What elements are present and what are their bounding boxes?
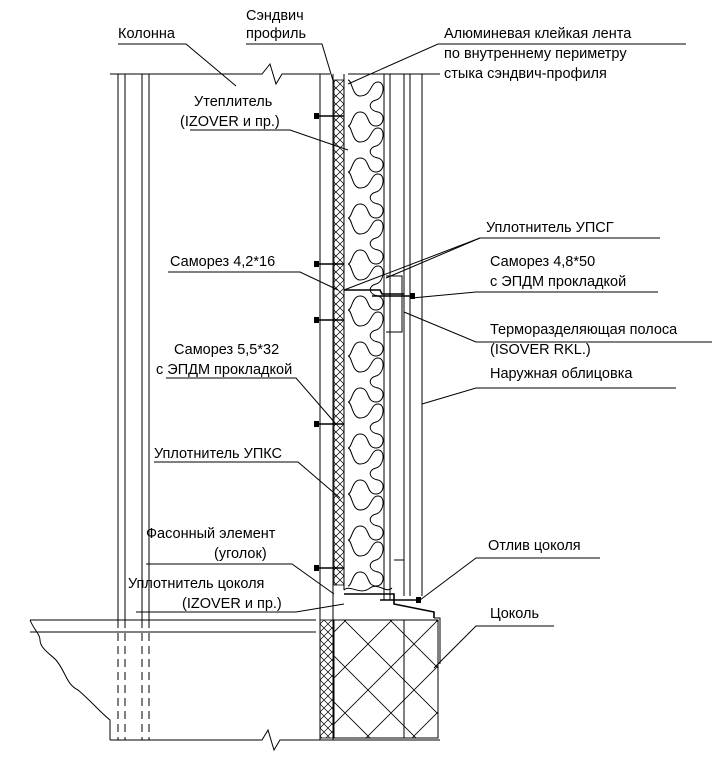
label-outer-cladding: Наружная облицовка	[490, 366, 633, 382]
screw-icon	[314, 317, 344, 323]
label-tape-1: Алюминевая клейкая лента	[444, 26, 632, 42]
screw-icon	[410, 293, 415, 299]
label-screw-55-32-1: Саморез 5,5*32	[174, 342, 279, 358]
label-screw-48-50-2: с ЭПДМ прокладкой	[490, 274, 626, 290]
screw-icon	[314, 421, 344, 427]
label-upsg-seal: Уплотнитель УПСГ	[486, 220, 614, 236]
label-upks-seal: Уплотнитель УПКС	[154, 446, 282, 462]
label-plinth-drip: Отлив цоколя	[488, 538, 581, 554]
label-thermal-strip-2: (ISOVER RKL.)	[490, 342, 591, 358]
label-plinth-seal-1: Уплотнитель цоколя	[128, 576, 264, 592]
leader-lines	[118, 43, 712, 669]
label-sandwich-profile-1: Сэндвич	[246, 8, 304, 24]
mid-joint	[344, 275, 415, 333]
label-column: Колонна	[118, 26, 176, 42]
screws-inner	[314, 113, 344, 571]
outer-cladding	[403, 74, 423, 596]
label-shaped-element-1: Фасонный элемент	[146, 526, 276, 542]
screw-icon	[314, 261, 344, 267]
label-insulation-2: (IZOVER и пр.)	[180, 114, 280, 130]
label-screw-55-32-2: с ЭПДМ прокладкой	[156, 362, 292, 378]
label-tape-2: по внутреннему периметру	[444, 46, 627, 62]
label-screw-42-16: Саморез 4,2*16	[170, 254, 275, 270]
screw-icon	[416, 597, 421, 603]
label-plinth: Цоколь	[490, 606, 539, 622]
bottom-joint	[343, 559, 435, 618]
foundation-slab	[29, 617, 441, 752]
labels: Колонна Сэндвич профиль Алюминевая клейк…	[118, 8, 678, 622]
insulation-infill	[347, 74, 391, 600]
label-sandwich-profile-2: профиль	[246, 26, 306, 42]
screw-icon	[314, 565, 344, 571]
label-plinth-seal-2: (IZOVER и пр.)	[182, 596, 282, 612]
screw-icon	[314, 113, 344, 119]
label-insulation-1: Утеплитель	[194, 94, 272, 110]
label-screw-48-50-1: Саморез 4,8*50	[490, 254, 595, 270]
label-shaped-element-2: (уголок)	[214, 546, 267, 562]
label-thermal-strip-1: Терморазделяющая полоса	[490, 322, 678, 338]
label-tape-3: стыка сэндвич-профиля	[444, 66, 607, 82]
column	[110, 62, 440, 620]
